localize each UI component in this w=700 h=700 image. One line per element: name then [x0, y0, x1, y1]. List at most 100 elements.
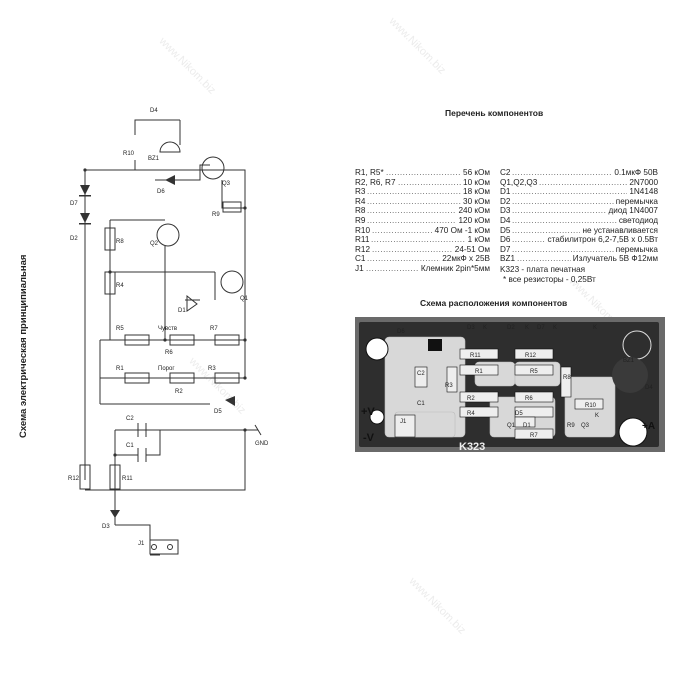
pcb-label-R1: R1 [475, 369, 483, 375]
pcb-label-R6: R6 [525, 396, 533, 402]
dot-leader: ........................................… [367, 187, 461, 197]
pcb-label-D4: D4 [645, 385, 653, 391]
dot-leader: ........................................… [367, 254, 440, 264]
label-C2: C2 [126, 416, 134, 422]
pcb-label-D1: D1 [523, 423, 531, 429]
label-R9: R9 [212, 212, 220, 218]
label-R8: R8 [116, 239, 124, 245]
pcb-label-D7: D7 [537, 325, 545, 331]
component-list-right: C2 0.1мкФ 50В............................… [500, 168, 658, 264]
pcb-layout: D6 D3 K D2 K D7 K K C2 R11 R12 R1 R5 R8 … [355, 317, 665, 452]
component-value: светодиод [618, 215, 658, 225]
pcb-label-J1: J1 [400, 419, 407, 425]
pcb-label-R8: R8 [563, 375, 571, 381]
component-value: 120 кОм [458, 215, 490, 225]
dot-leader: ........................................… [512, 206, 607, 216]
label-R12: R12 [68, 476, 80, 482]
pcb-label-vplus: +V [361, 406, 375, 418]
dot-leader: ........................................… [367, 196, 461, 206]
label-Q3: Q3 [222, 181, 231, 187]
label-R3: R3 [208, 366, 216, 372]
label-porog: Порог [158, 366, 175, 372]
pcb-label-K2: K [525, 325, 529, 331]
dot-leader: ........................................… [512, 225, 580, 235]
component-value: Клемник 2pin*5мм [420, 263, 490, 273]
component-value: 56 кОм [463, 168, 490, 177]
pcb-label-Q3: Q3 [581, 423, 590, 429]
component-name: R2, R6, R7 [355, 177, 396, 187]
label-R1: R1 [116, 366, 124, 372]
component-name: R4 [355, 196, 366, 206]
component-row: R1, R5* 56 кОм...........................… [355, 168, 490, 178]
pcb-label-Q1: Q1 [507, 423, 516, 429]
dot-leader: ........................................… [366, 263, 419, 273]
label-D5: D5 [214, 409, 222, 415]
pcb-label-D2: D2 [507, 325, 515, 331]
component-value: 24-51 Ом [454, 244, 490, 254]
pcb-label-K3: K [553, 325, 557, 331]
dot-leader: ........................................… [512, 215, 617, 225]
dot-leader: ........................................… [372, 225, 433, 235]
component-value: диод 1N4007 [608, 206, 658, 216]
label-C1: C1 [126, 443, 134, 449]
label-D2: D2 [70, 236, 78, 242]
note-resistors: * все резисторы - 0,25Вт [503, 275, 596, 284]
label-R4: R4 [116, 283, 124, 289]
label-D3: D3 [102, 524, 110, 530]
component-name: R8 [355, 206, 366, 216]
component-row: R4 30 кОм................................… [355, 197, 490, 207]
dot-leader: ........................................… [372, 244, 453, 254]
component-value: 22мкФ х 25В [442, 254, 490, 264]
component-name: D6 [500, 235, 511, 245]
component-name: D3 [500, 206, 511, 216]
pcb-label-vminus: -V [363, 432, 375, 444]
component-list-left: R1, R5* 56 кОм...........................… [355, 168, 490, 274]
label-Q1: Q1 [240, 296, 249, 302]
dot-leader: ........................................… [512, 235, 545, 245]
component-value: перемычка [615, 244, 658, 254]
label-R10: R10 [123, 151, 135, 157]
component-name: R3 [355, 187, 366, 197]
dot-leader: ........................................… [398, 177, 461, 187]
dot-leader: ........................................… [512, 168, 612, 177]
pcb-label-D5: D5 [515, 411, 523, 417]
component-value: 30 кОм [463, 196, 490, 206]
component-name: C2 [500, 168, 511, 177]
component-name: D4 [500, 215, 511, 225]
circuit-schematic: D4 R10 BZ1 Q3 D6 D7 D2 R9 R8 Q2 R4 Q1 D1… [68, 108, 269, 556]
label-R11: R11 [122, 476, 133, 482]
pcb-label-K4: K [593, 325, 597, 331]
label-R7: R7 [210, 326, 218, 332]
label-D6: D6 [157, 189, 165, 195]
label-R2: R2 [175, 389, 183, 395]
component-name: R10 [355, 225, 371, 235]
component-value: 10 кОм [463, 177, 490, 187]
label-D7: D7 [70, 201, 78, 207]
pcb-label-R3: R3 [445, 383, 453, 389]
dot-leader: ........................................… [386, 168, 461, 177]
pcb-label-D3: D3 [467, 325, 475, 331]
pcb-label-aplus: +A [642, 421, 655, 432]
dot-leader: ........................................… [517, 254, 571, 264]
dot-leader: ........................................… [512, 196, 614, 206]
dot-leader: ........................................… [367, 215, 456, 225]
label-sens: Чувств [158, 326, 177, 332]
dot-leader: ........................................… [512, 187, 627, 197]
pcb-label-R4: R4 [467, 411, 475, 417]
component-name: R1, R5* [355, 168, 384, 177]
component-value: 0.1мкФ 50В [614, 168, 658, 177]
layout-title: Схема расположения компонентов [420, 298, 568, 308]
label-J1: J1 [138, 541, 145, 547]
